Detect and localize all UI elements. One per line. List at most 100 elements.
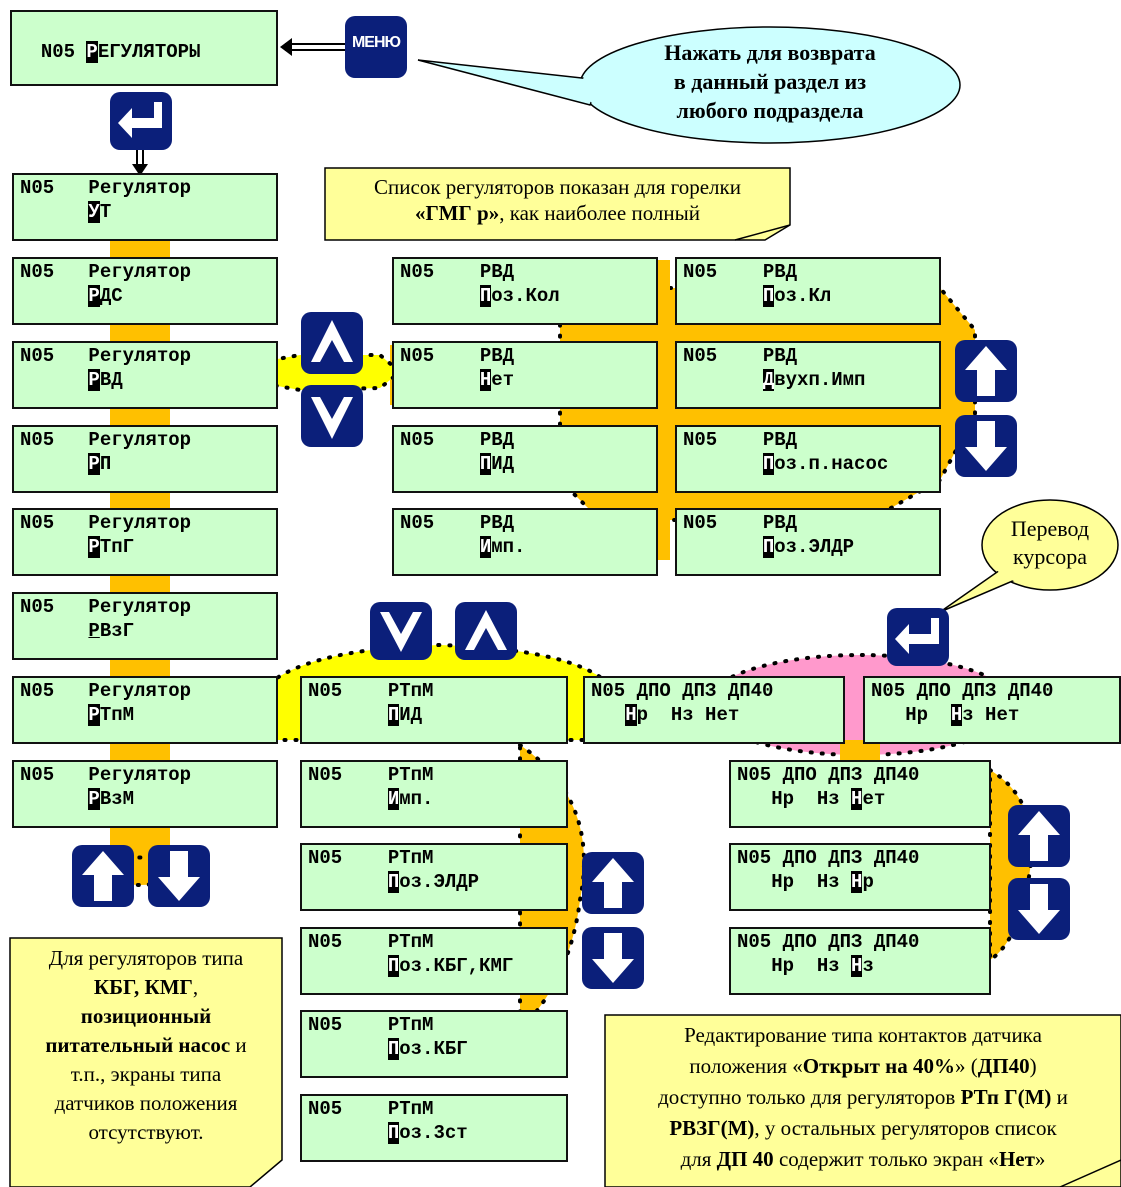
up-arrow-key-icon[interactable]: [955, 340, 1017, 402]
lcd-line-2: Поз.ЭЛДР: [387, 871, 480, 893]
up-triangle-key-icon[interactable]: [301, 312, 363, 374]
up-triangle-key-icon[interactable]: [455, 602, 517, 660]
lcd-regulator-2: N05 Регулятор РВД: [12, 341, 278, 409]
lcd-cursor: Н: [479, 369, 492, 391]
lcd-cursor: П: [387, 871, 400, 893]
lcd-rtpm-1: N05 РТпМ Имп.: [300, 760, 568, 828]
cursor-note: Перевод курсора: [1010, 516, 1090, 569]
up-arrow-key-icon[interactable]: [72, 845, 134, 907]
lcd-line-1: N05 РТпМ: [308, 1014, 434, 1036]
down-arrow-key-icon[interactable]: [148, 845, 210, 907]
lcd-rtpm-4: N05 РТпМ Поз.КБГ: [300, 1010, 568, 1078]
lcd-cursor: П: [762, 453, 775, 475]
lcd-cursor: П: [387, 1038, 400, 1060]
down-arrow-key-icon[interactable]: [955, 415, 1017, 477]
lcd-regulator-7: N05 Регулятор РВзМ: [12, 760, 278, 828]
lcd-cursor: Р: [88, 704, 100, 726]
lcd-line-2: Нр Нз Нет: [625, 704, 740, 726]
lcd-line-2: РДС: [88, 285, 123, 307]
lcd-line-2: Нр Нз Нз: [737, 955, 874, 977]
lcd-line-2: Поз.Кол: [479, 285, 560, 307]
lcd-cursor: И: [387, 788, 400, 810]
lcd-line-1: N05 РТпМ: [308, 847, 434, 869]
lcd-regulator-0: N05 Регулятор УТ: [12, 173, 278, 241]
up-arrow-key-icon[interactable]: [582, 852, 644, 914]
lcd-line-1: N05 ДПО ДПЗ ДП40: [737, 931, 920, 953]
lcd-line-2: Имп.: [479, 536, 526, 558]
lcd-line-2: Поз.КБГ: [387, 1038, 468, 1060]
lcd-line-1: N05 РВД: [400, 261, 515, 283]
lcd-line-2: РВД: [88, 369, 123, 391]
lcd-line-2: Двухп.Имп: [762, 369, 866, 391]
lcd-line-2: Поз.Кл: [762, 285, 832, 307]
lcd-cursor: Р: [88, 369, 100, 391]
lcd-line-2: Имп.: [387, 788, 434, 810]
lcd-rtpm-3: N05 РТпМ Поз.КБГ,КМГ: [300, 927, 568, 995]
lcd-dp-1: N05 ДПО ДПЗ ДП40 Нр Нз Нет: [863, 676, 1121, 744]
lcd-cursor: П: [387, 1122, 400, 1144]
lcd-line-1: N05 Регулятор: [20, 596, 192, 618]
lcd-line-2: Нр Нз Нет: [737, 788, 886, 810]
down-arrow-key-icon[interactable]: [1008, 878, 1070, 940]
lcd-line-2: ПИД: [387, 704, 423, 726]
lcd-line-1: N05 РВД: [683, 512, 798, 534]
lcd-rvd-1: N05 РВД Поз.Кл: [675, 257, 941, 325]
lcd-cursor: Н: [851, 871, 863, 893]
enter-key-icon[interactable]: [887, 608, 949, 666]
lcd-line-2: Поз.КБГ,КМГ: [387, 955, 514, 977]
down-triangle-key-icon[interactable]: [301, 385, 363, 447]
lcd-rvd-0: N05 РВД Поз.Кол: [392, 257, 658, 325]
lcd-line-2: Поз.3ст: [387, 1122, 468, 1144]
lcd-line-2: Нр Нз Нет: [871, 704, 1020, 726]
lcd-cursor: У: [88, 201, 100, 223]
lcd-rtpm-2: N05 РТпМ Поз.ЭЛДР: [300, 843, 568, 911]
lcd-line-1: N05 ДПО ДПЗ ДП40: [871, 680, 1054, 702]
lcd-line-1: N05 РВД: [683, 345, 798, 367]
up-arrow-key-icon[interactable]: [1008, 805, 1070, 867]
lcd-line-1: N05 РВД: [400, 512, 515, 534]
down-triangle-key-icon[interactable]: [370, 602, 432, 660]
lcd-top-regulators: N05 РЕГУЛЯТОРЫ: [10, 10, 278, 86]
lcd-line-1: N05 РВД: [400, 345, 515, 367]
lcd-line-1: N05 ДПО ДПЗ ДП40: [737, 847, 920, 869]
dp-connector: [840, 740, 880, 760]
lcd-line-2: РТпМ: [88, 704, 135, 726]
lcd-cursor: Р: [88, 788, 100, 810]
burner-note: Список регуляторов показан для горелки «…: [374, 175, 741, 225]
lcd-cursor: Р: [88, 620, 100, 642]
lcd-cursor: П: [479, 285, 492, 307]
lcd-line-2: РВзГ: [88, 620, 135, 642]
menu-key-icon[interactable]: МЕНЮ: [345, 16, 407, 78]
lcd-regulator-3: N05 Регулятор РП: [12, 425, 278, 493]
left-note-box: [9, 937, 283, 1187]
lcd-line-2: РВзМ: [88, 788, 135, 810]
lcd-line-1: N05 РВД: [400, 429, 515, 451]
lcd-line-1: N05 РТпМ: [308, 931, 434, 953]
lcd-line-1: N05 Регулятор: [20, 345, 192, 367]
enter-key-icon[interactable]: [110, 92, 172, 150]
lcd-regulator-5: N05 Регулятор РВзГ: [12, 592, 278, 660]
lcd-line-2: Нр Нз Нр: [737, 871, 874, 893]
lcd-line-1: N05 Регулятор: [20, 764, 192, 786]
lcd-dp-0: N05 ДПО ДПЗ ДП40 Нр Нз Нет: [583, 676, 845, 744]
lcd-line-2: Поз.п.насос: [762, 453, 889, 475]
lcd-cursor: Д: [762, 369, 775, 391]
lcd-regulator-4: N05 Регулятор РТпГ: [12, 508, 278, 576]
down-arrow-key-icon[interactable]: [582, 927, 644, 989]
right-note: Редактирование типа контактов датчика по…: [658, 1023, 1068, 1171]
left-note: Для регуляторов типа КБГ, КМГ, позиционн…: [45, 946, 247, 1144]
lcd-line-1: N05 РВД: [683, 261, 798, 283]
lcd-line-2: УТ: [88, 201, 112, 223]
lcd-cursor: П: [762, 285, 775, 307]
lcd-line-1: N05 Регулятор: [20, 680, 192, 702]
lcd-rvd-4: N05 РВД ПИД: [392, 425, 658, 493]
lcd-rtpm-0: N05 РТпМ ПИД: [300, 676, 568, 744]
lcd-dp-4: N05 ДПО ДПЗ ДП40 Нр Нз Нз: [729, 927, 991, 995]
lcd-cursor: Р: [88, 536, 100, 558]
lcd-cursor: Н: [851, 955, 863, 977]
lcd-line-1: N05 Регулятор: [20, 177, 192, 199]
lcd-line-1: N05 РТпМ: [308, 680, 434, 702]
lcd-line-1: N05 РТпМ: [308, 1098, 434, 1120]
lcd-dp-3: N05 ДПО ДПЗ ДП40 Нр Нз Нр: [729, 843, 991, 911]
lcd-dp-2: N05 ДПО ДПЗ ДП40 Нр Нз Нет: [729, 760, 991, 828]
